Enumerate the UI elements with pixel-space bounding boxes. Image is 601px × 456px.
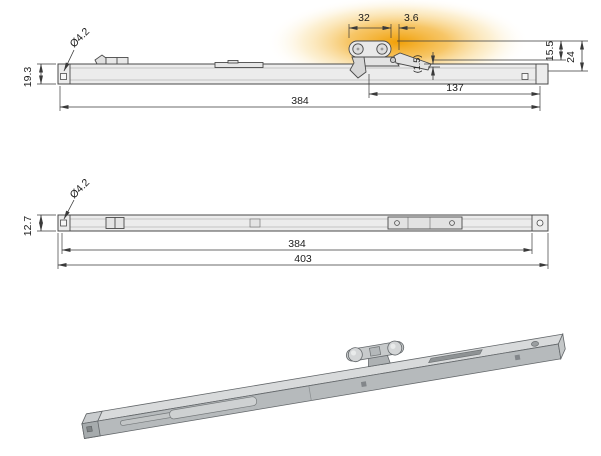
view-isometric: [81, 332, 566, 439]
damper-plan: [387, 216, 463, 230]
dim-32-label: 32: [358, 12, 370, 24]
dim-384-front: 384: [59, 86, 541, 111]
dim-137-label: 137: [446, 82, 464, 94]
dim-384-front-label: 384: [291, 95, 309, 107]
slider-plan: [249, 218, 261, 228]
dim-384-plan-label: 384: [288, 238, 306, 250]
dim-3-6: 3.6: [382, 12, 419, 50]
pivot-bolt: [389, 56, 397, 64]
iso-screw-hole-right: [531, 341, 539, 347]
iso-top-slot: [428, 349, 483, 364]
view-front-elevation: 32 3.6 Ø4.2 19.3 (1.5): [22, 0, 588, 111]
iso-rail: [81, 332, 566, 439]
damper-bracket-front: [348, 40, 432, 79]
dim-12-7-label: 12.7: [22, 216, 34, 237]
rail-plan: [57, 214, 549, 232]
activator-plan: [105, 217, 125, 229]
dim-15-5-label: 15.5: [544, 41, 556, 62]
dim-403: 403: [57, 233, 549, 269]
dim-24-label: 24: [565, 51, 577, 63]
dim-1-5-label: (1.5): [412, 55, 422, 74]
dim-19-3-label: 19.3: [22, 67, 34, 88]
dim-403-label: 403: [294, 253, 312, 265]
screw-hole-right: [521, 73, 529, 80]
dim-3-6-label: 3.6: [404, 12, 419, 24]
dim-137: 137: [368, 74, 541, 98]
iso-damper-cylinder: [169, 396, 258, 420]
iso-screw-hole-left: [86, 425, 93, 433]
dim-15-5: 15.5: [397, 40, 588, 62]
screw-hole-left: [60, 73, 67, 80]
slider-plate: [214, 60, 264, 68]
screw-hole-left-plan: [60, 219, 67, 227]
iso-front-hole-right: [514, 354, 521, 361]
view-plan: Ø4.2 12.7 384 403: [22, 176, 549, 269]
dim-24: 24: [548, 40, 588, 72]
iso-front-hole-mid: [360, 381, 367, 388]
dim-12-7: 12.7: [22, 214, 56, 237]
dim-384-plan: 384: [61, 233, 533, 254]
dim-19-3: 19.3: [22, 63, 56, 88]
activator-latch: [94, 54, 129, 65]
dim-1-5: (1.5): [412, 52, 440, 80]
screw-hole-right-plan: [536, 219, 544, 227]
iso-damper-bracket: [345, 340, 405, 368]
